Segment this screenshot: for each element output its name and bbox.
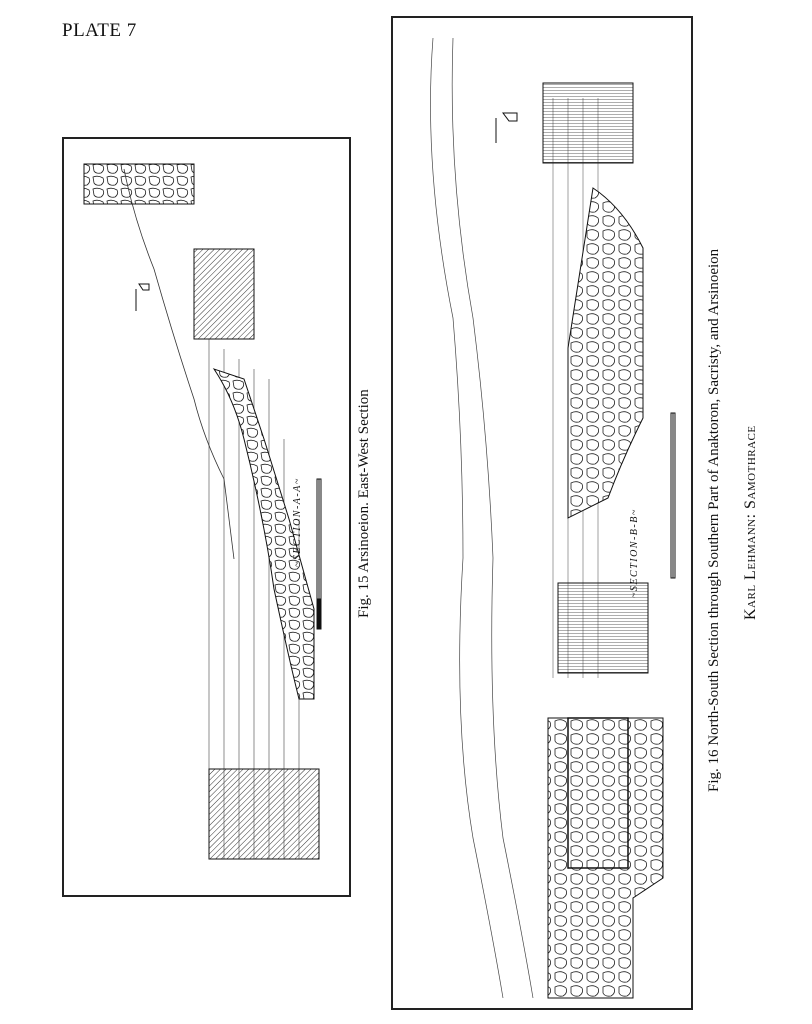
fig15-section-label: ~SECTION-A-A~ <box>292 477 303 567</box>
fig16-drawing: ~SECTION-B-B~ <box>391 16 693 1010</box>
author-line: Karl Lehmann: Samothrace <box>742 425 759 620</box>
fig15-drawing: ~SECTION-A-A~ <box>62 137 351 897</box>
fig15-caption: Fig. 15 Arsinoeion. East-West Section <box>356 389 372 618</box>
fig16-section-drawing <box>430 37 676 999</box>
fig15-section-drawing <box>83 163 322 860</box>
fig16-section-label: ~SECTION-B-B~ <box>629 508 640 598</box>
fig16-caption: Fig. 16 North-South Section through Sout… <box>706 248 722 792</box>
plate-label: PLATE 7 <box>62 20 137 41</box>
